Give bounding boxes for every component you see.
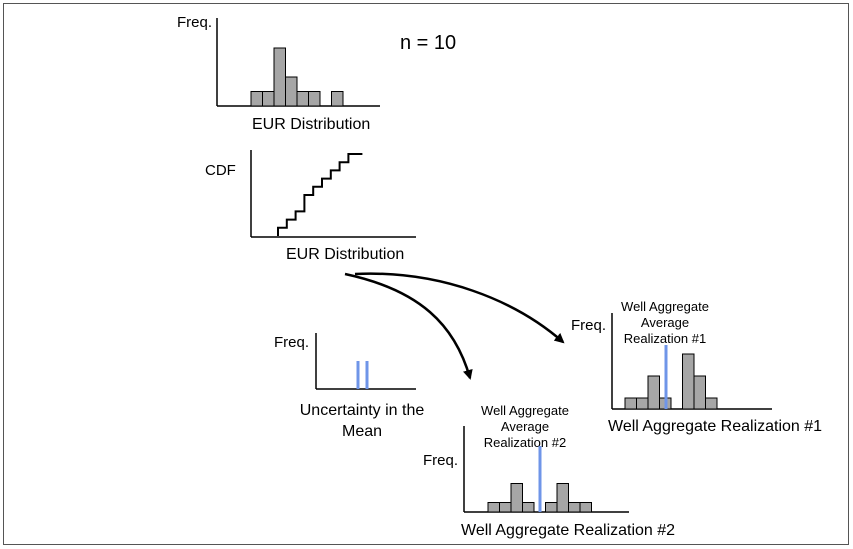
r1-bar-7 [693,375,706,410]
eur-cdf-xlabel: EUR Distribution [286,246,404,263]
mean-ylabel: Freq. [274,334,309,351]
eur-hist-bars [250,47,344,107]
eur-hist-bar-3 [273,47,286,107]
r1-bar-3 [647,375,660,410]
r1-avg-label-line2: Average [641,315,689,330]
eur-hist-bar-2 [262,91,275,107]
eur-hist-xlabel: EUR Distribution [252,116,370,133]
r1-avg-label-line1: Well Aggregate [621,299,709,314]
eur-hist-bar-4 [285,76,298,107]
r2-avg-label-line1: Well Aggregate [481,403,569,418]
mean-uncertainty-panel: Freq. Uncertainty in the Mean [274,333,424,440]
arrow-to-realization-2 [344,272,473,380]
r2-bar-2 [499,502,512,513]
r1-bar-6 [682,353,695,410]
r2-bar-6 [545,502,558,513]
eur-hist-bar-6 [308,91,321,107]
r2-bar-9 [579,502,592,513]
r2-bar-3 [510,483,523,513]
eur-histogram-panel: Freq. EUR Distribution [177,14,380,133]
r2-avg-label-line2: Average [501,419,549,434]
r2-xlabel: Well Aggregate Realization #2 [461,522,675,539]
sample-size-label: n = 10 [400,32,456,54]
eur-hist-bar-8 [331,91,344,107]
eur-hist-ylabel: Freq. [177,14,212,31]
eur-cdf-panel: CDF EUR Distribution [205,150,416,263]
eur-cdf-step-line [277,153,363,236]
r2-bar-8 [568,502,581,513]
r2-avg-label-line3: Realization #2 [484,435,566,450]
r1-xlabel: Well Aggregate Realization #1 [608,418,822,435]
realization-1-panel: Freq. Well Aggregate Average Realization… [571,299,822,435]
eur-cdf-ylabel: CDF [205,162,236,179]
mean-xlabel-line1: Uncertainty in the [300,402,425,419]
r1-bar-2 [636,397,649,410]
r1-bar-8 [705,397,718,410]
arrow-to-realization-1 [354,272,565,344]
r1-ylabel: Freq. [571,317,606,334]
r1-avg-label-line3: Realization #1 [624,331,706,346]
r2-bar-4 [522,502,535,513]
realization-2-panel: Freq. Well Aggregate Average Realization… [423,403,675,539]
r2-bar-7 [556,483,569,513]
r2-ylabel: Freq. [423,452,458,469]
mean-xlabel-line2: Mean [342,423,382,440]
eur-hist-bar-5 [296,91,309,107]
r1-bar-1 [624,397,637,410]
r2-bar-1 [487,502,500,513]
r2-bars [487,483,592,513]
r1-bars [624,353,718,410]
eur-hist-bar-1 [250,91,263,107]
figure-border [3,3,849,545]
